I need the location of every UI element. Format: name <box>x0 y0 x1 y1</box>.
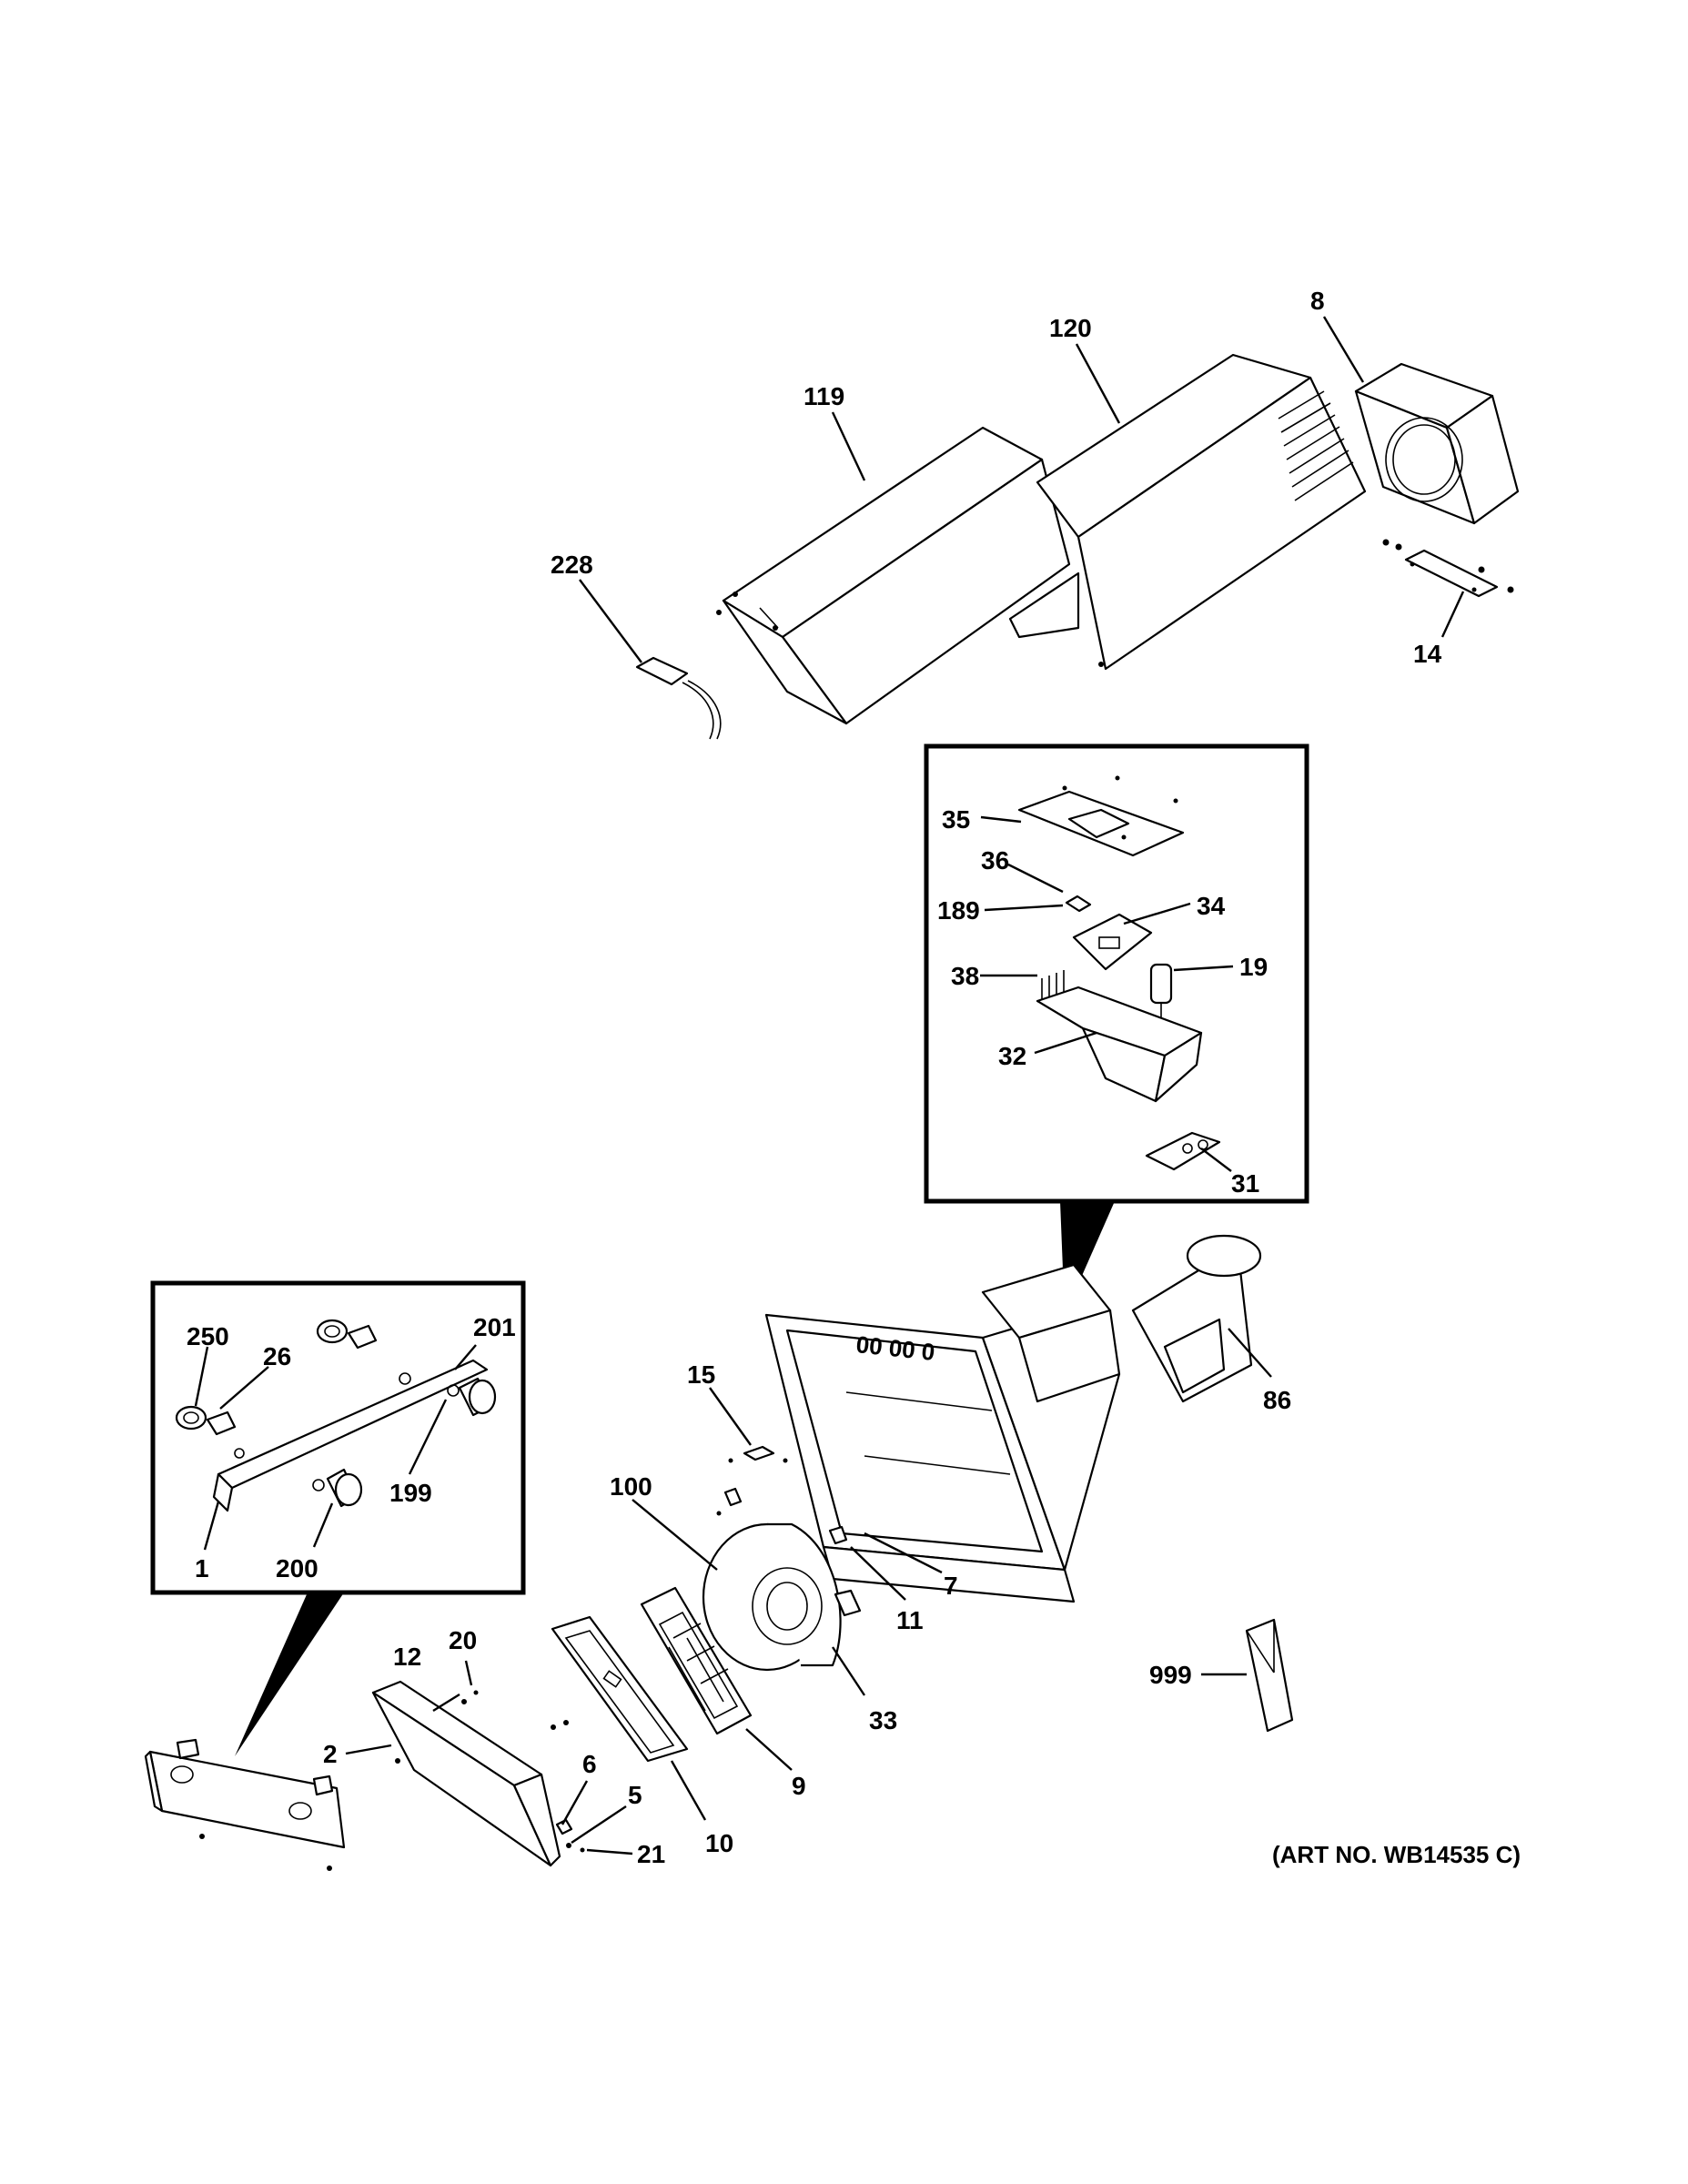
callout-10: 10 <box>705 1829 733 1857</box>
lower-duct-cover-119 <box>716 426 1071 725</box>
callout-32: 32 <box>998 1042 1026 1070</box>
callout-201: 201 <box>473 1313 516 1341</box>
literature-999 <box>1245 1618 1294 1733</box>
callout-33: 33 <box>869 1706 897 1734</box>
leader-lines <box>194 316 1465 1855</box>
damper-box-8 <box>1354 362 1520 525</box>
front-panel-2 <box>371 1680 561 1867</box>
callout-20: 20 <box>449 1626 477 1654</box>
control-board-34 <box>1072 913 1153 971</box>
callout-12: 12 <box>393 1643 421 1671</box>
control-housing-32 <box>1036 986 1203 1103</box>
art-number: (ART NO. WB14535 C) <box>1272 1841 1521 1868</box>
callout-228: 228 <box>551 551 593 579</box>
callout-119: 119 <box>804 382 844 410</box>
callout-19: 19 <box>1239 953 1268 981</box>
callout-21: 21 <box>637 1840 665 1868</box>
callout-6: 6 <box>582 1750 597 1778</box>
remote-228 <box>635 656 722 740</box>
grease-filter-9 <box>640 1586 753 1735</box>
vent-slots <box>1278 390 1354 501</box>
callout-26: 26 <box>263 1342 291 1370</box>
callout-36: 36 <box>981 846 1009 875</box>
callout-100: 100 <box>610 1472 652 1501</box>
callout-38: 38 <box>951 962 979 990</box>
callout-labels: 119 120 8 228 14 35 36 189 34 38 19 32 3… <box>187 287 1442 1868</box>
transformer-19 <box>1149 963 1173 1028</box>
callout-11: 11 <box>896 1606 924 1634</box>
callout-9: 9 <box>792 1772 806 1800</box>
filter-frame-10 <box>551 1615 689 1763</box>
brackets-15-7-11 <box>716 1445 848 1545</box>
callout-199: 199 <box>389 1479 432 1507</box>
blower-100-33 <box>702 1522 862 1672</box>
hood-body: 00 00 0 <box>764 1263 1121 1603</box>
control-cover-35 <box>1017 775 1185 857</box>
upper-duct-cover-120 <box>1008 353 1367 671</box>
callout-1: 1 <box>195 1554 209 1582</box>
callout-200: 200 <box>276 1554 318 1582</box>
light-panel-assembly <box>144 1738 346 1871</box>
bulbs-sockets-250-26 <box>175 1319 378 1436</box>
callout-250: 250 <box>187 1322 229 1350</box>
callout-15: 15 <box>687 1360 715 1389</box>
callout-35: 35 <box>942 805 970 834</box>
callout-31: 31 <box>1231 1169 1259 1198</box>
bracket-31 <box>1145 1131 1221 1171</box>
callout-86: 86 <box>1263 1386 1291 1414</box>
callout-999: 999 <box>1149 1661 1192 1689</box>
callout-120: 120 <box>1049 314 1092 342</box>
callout-7: 7 <box>944 1572 958 1600</box>
relays-38 <box>1041 970 1065 1001</box>
inset-pointer-light <box>235 1592 344 1756</box>
callout-34: 34 <box>1197 892 1226 920</box>
control-box-inset <box>924 743 1309 1204</box>
callout-5: 5 <box>628 1781 642 1809</box>
duct-transition-86 <box>1131 1234 1262 1403</box>
knobs-199-200 <box>312 1377 497 1508</box>
callout-14: 14 <box>1413 640 1442 668</box>
bracket-14 <box>1382 539 1514 598</box>
callout-189: 189 <box>937 896 980 925</box>
callout-8: 8 <box>1310 287 1325 315</box>
switch-36-189 <box>1065 895 1092 913</box>
callout-2: 2 <box>323 1740 338 1768</box>
